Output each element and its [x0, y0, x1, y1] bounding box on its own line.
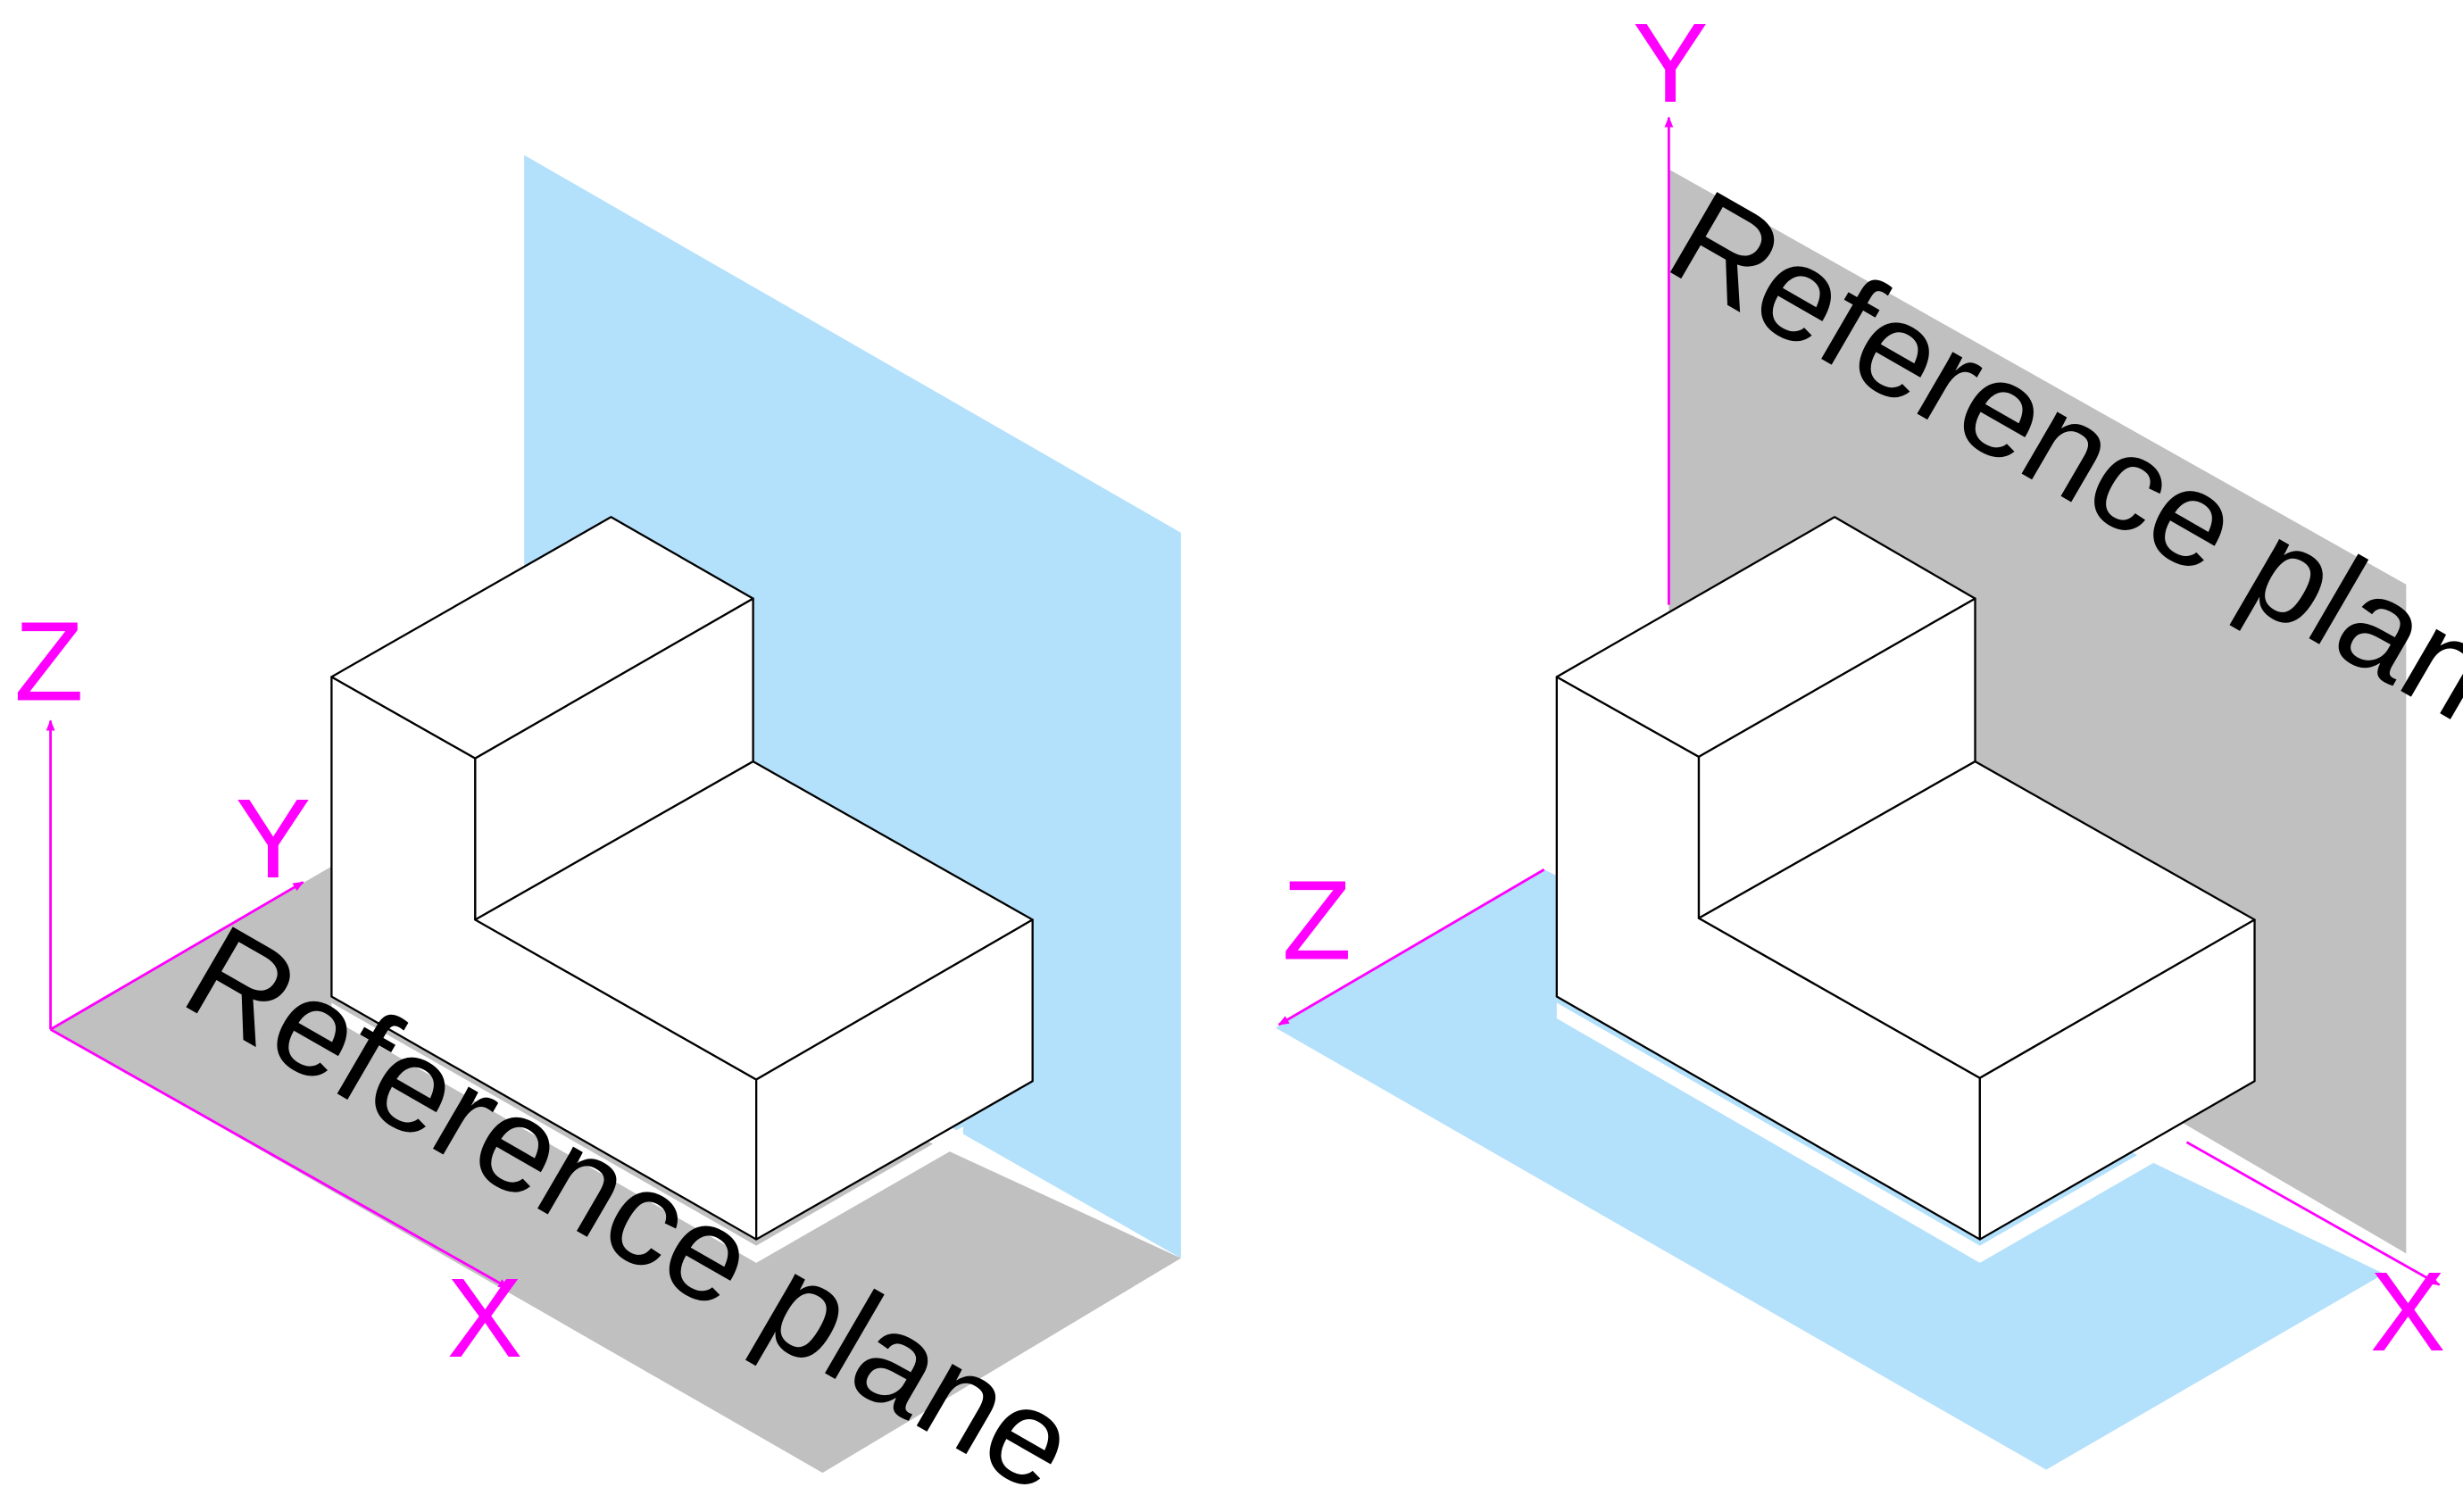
right-x-axis-label: X: [2370, 1249, 2446, 1375]
right-block-right-face: [1978, 918, 2256, 1241]
right-z-axis: [1277, 868, 1545, 1026]
left-y-axis-label: Y: [235, 775, 311, 901]
left-x-axis: [49, 1028, 510, 1290]
right-z-axis-label: Z: [1282, 857, 1352, 983]
left-l-block: [330, 516, 1034, 1263]
right-x-axis: [2185, 1141, 2441, 1286]
left-view: Z Y X Reference plane: [14, 154, 1181, 1512]
left-x-axis-label: X: [446, 1255, 522, 1381]
left-z-axis-label: Z: [14, 598, 84, 724]
left-block-right-face: [755, 918, 1034, 1241]
right-view: Y Z X Reference plane: [1276, 0, 2463, 1470]
right-y-axis-label: Y: [1633, 0, 1709, 126]
left-y-axis: [49, 881, 304, 1031]
right-l-block: [1555, 516, 2256, 1263]
